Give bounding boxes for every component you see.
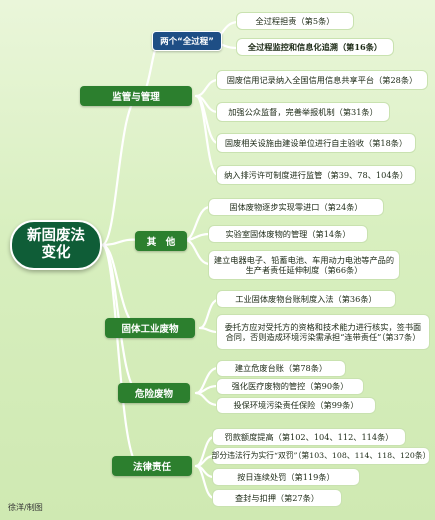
leaf-item: 全过程担责（第5条） xyxy=(236,12,354,30)
center-node: 新固废法 变化 xyxy=(10,220,102,270)
leaf-item: 纳入排污许可制度进行监管（第39、78、104条） xyxy=(216,165,416,185)
leaf-item: 加强公众监督，完善举报机制（第31条） xyxy=(216,102,390,122)
spine-line xyxy=(100,243,142,468)
branch-regulation-label: 监管与管理 xyxy=(112,92,160,103)
leaf-item: 固废信用记录纳入全国信用信息共享平台（第28条） xyxy=(216,70,428,90)
leaf-item: 建立危废台账（第78条） xyxy=(216,360,346,377)
leaf-item: 查封与扣押（第27条） xyxy=(212,489,342,507)
center-title-line2: 变化 xyxy=(41,245,71,261)
branch-hazardous: 危险废物 xyxy=(118,383,190,403)
branch-industrial: 固体工业废物 xyxy=(105,318,195,338)
spine-line xyxy=(100,94,142,247)
leaf-item: 全过程监控和信息化追溯（第16条） xyxy=(236,38,394,56)
branch-other-label: 其 他 xyxy=(146,237,176,248)
branch-industrial-label: 固体工业废物 xyxy=(121,324,179,335)
leaf-item: 工业固体废物台账制度入法（第36条） xyxy=(216,290,396,308)
branch-regulation: 监管与管理 xyxy=(80,86,192,106)
credit-text: 徐洋/制图 xyxy=(8,503,43,512)
branch-legal: 法律责任 xyxy=(112,456,192,476)
leaf-item: 强化医疗废物的管控（第90条） xyxy=(216,378,364,395)
center-title-line1: 新固废法 xyxy=(27,227,85,244)
branch-legal-label: 法律责任 xyxy=(132,462,171,473)
leaf-item: 罚款额度提高（第102、104、112、114条） xyxy=(212,428,406,446)
leaf-item: 委托方应对受托方的资格和技术能力进行核实，签书面合同，否则造成环境污染需承担“连… xyxy=(216,314,430,350)
leaf-item: 实验室固体废物的管理（第14条） xyxy=(208,225,368,243)
leaf-item: 按日连续处罚（第119条） xyxy=(212,468,360,486)
leaf-item: 投保环境污染责任保险（第99条） xyxy=(216,397,376,414)
leaf-item: 固废相关设施由建设单位进行自主验收（第18条） xyxy=(216,133,416,153)
leaf-item: 固体废物逐步实现零进口（第24条） xyxy=(208,198,384,216)
branch-hazardous-label: 危险废物 xyxy=(134,389,173,400)
branch-two-processes-label: 两个“全过程” xyxy=(160,37,214,47)
branch-two-processes: 两个“全过程” xyxy=(152,31,222,51)
branch-other: 其 他 xyxy=(135,231,187,251)
leaf-item: 建立电器电子、铅蓄电池、车用动力电池等产品的生产者责任延伸制度（第66条） xyxy=(208,250,400,280)
leaf-item: 部分违法行为实行“双罚”（第103、108、114、118、120条） xyxy=(212,447,430,465)
